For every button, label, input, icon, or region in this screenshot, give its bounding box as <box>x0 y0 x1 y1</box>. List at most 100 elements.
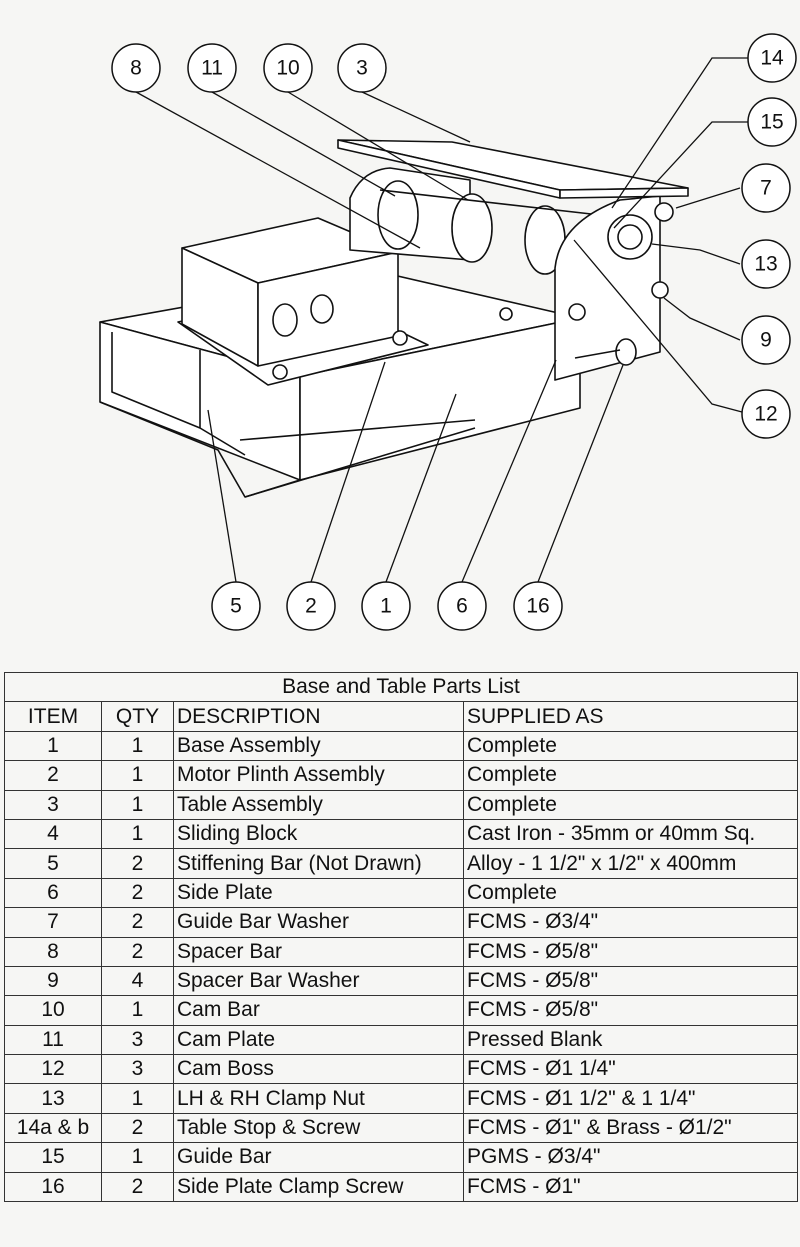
cell-item: 11 <box>4 1024 102 1056</box>
cell-supplied-as: Complete <box>462 877 799 909</box>
cell-supplied-as: Alloy - 1 1/2" x 1/2" x 400mm <box>462 848 799 879</box>
cell-supplied-as: Complete <box>462 730 799 762</box>
callout-8-circle <box>111 43 161 93</box>
cell-description: Spacer Bar <box>173 936 464 967</box>
cell-qty: 2 <box>101 907 174 938</box>
cell-item: 4 <box>4 818 102 850</box>
callout-15: 15 <box>760 111 783 134</box>
table-title: Base and Table Parts List <box>3 671 799 703</box>
header-item: ITEM <box>4 701 102 732</box>
header-description: DESCRIPTION <box>173 701 464 732</box>
callout-2-circle <box>286 581 336 631</box>
callout-7-circle <box>741 163 791 213</box>
cell-description: Cam Plate <box>173 1024 464 1056</box>
cell-qty: 1 <box>101 995 174 1026</box>
cell-supplied-as: PGMS - Ø3/4" <box>462 1142 799 1173</box>
callout-16: 16 <box>526 595 549 618</box>
callout-13: 13 <box>754 253 777 276</box>
cell-qty: 3 <box>101 1024 174 1056</box>
table-assembly <box>337 139 689 199</box>
callout-13-circle <box>741 239 791 289</box>
cell-supplied-as: FCMS - Ø1 1/2" & 1 1/4" <box>462 1083 799 1114</box>
cell-description: Stiffening Bar (Not Drawn) <box>173 848 464 879</box>
cell-description: Table Stop & Screw <box>173 1112 464 1144</box>
callout-15-circle <box>747 97 797 147</box>
callout-5: 5 <box>230 595 242 618</box>
cell-item: 16 <box>4 1171 102 1203</box>
callout-12: 12 <box>754 403 777 426</box>
cell-supplied-as: FCMS - Ø5/8" <box>462 965 799 997</box>
cell-item: 2 <box>4 760 102 791</box>
callout-3-circle <box>337 43 387 93</box>
cell-description: Cam Boss <box>173 1054 464 1085</box>
parts-list-table: Base and Table Parts List ITEM QTY DESCR… <box>3 671 799 1203</box>
cell-qty: 2 <box>101 1171 174 1203</box>
cell-qty: 1 <box>101 818 174 850</box>
cell-supplied-as: Pressed Blank <box>462 1024 799 1056</box>
cell-item: 5 <box>4 848 102 879</box>
cell-qty: 1 <box>101 760 174 791</box>
cell-supplied-as: Complete <box>462 760 799 791</box>
callout-9: 9 <box>760 329 772 352</box>
assembly-diagram: 8 11 10 3 14 15 7 13 9 12 5 2 1 6 16 <box>99 33 797 631</box>
callout-1: 1 <box>380 595 392 618</box>
callout-8: 8 <box>130 57 142 80</box>
callout-12-circle <box>741 389 791 439</box>
cell-supplied-as: FCMS - Ø1" & Brass - Ø1/2" <box>462 1112 799 1144</box>
cell-qty: 2 <box>101 877 174 909</box>
cell-description: Sliding Block <box>173 818 464 850</box>
table-header-row: ITEM QTY DESCRIPTION SUPPLIED AS <box>4 701 799 732</box>
cell-qty: 2 <box>101 936 174 967</box>
cell-item: 6 <box>4 877 102 909</box>
cell-description: Side Plate Clamp Screw <box>173 1171 464 1203</box>
cell-supplied-as: FCMS - Ø5/8" <box>462 995 799 1026</box>
callout-6: 6 <box>456 595 468 618</box>
cell-item: 9 <box>4 965 102 997</box>
cell-qty: 1 <box>101 730 174 762</box>
cell-item: 12 <box>4 1054 102 1085</box>
callout-3: 3 <box>356 57 368 80</box>
cell-description: Motor Plinth Assembly <box>173 760 464 791</box>
cell-supplied-as: FCMS - Ø1" <box>462 1171 799 1203</box>
cell-supplied-as: FCMS - Ø1 1/4" <box>462 1054 799 1085</box>
callout-6-circle <box>437 581 487 631</box>
table-title-row: Base and Table Parts List <box>3 671 799 703</box>
cell-description: Base Assembly <box>173 730 464 762</box>
cell-item: 7 <box>4 907 102 938</box>
cell-item: 13 <box>4 1083 102 1114</box>
motor-plinth-assembly <box>177 217 513 386</box>
callout-5-circle <box>211 581 261 631</box>
header-supplied-as: SUPPLIED AS <box>462 701 799 732</box>
cell-description: Cam Bar <box>173 995 464 1026</box>
callout-10: 10 <box>276 57 299 80</box>
cell-item: 8 <box>4 936 102 967</box>
cell-qty: 1 <box>101 1142 174 1173</box>
callout-14-circle <box>747 33 797 83</box>
callout-14: 14 <box>760 47 784 70</box>
cell-qty: 2 <box>101 848 174 879</box>
cell-item: 15 <box>4 1142 102 1173</box>
callout-1-circle <box>361 581 411 631</box>
cell-supplied-as: Cast Iron - 35mm or 40mm Sq. <box>462 818 799 850</box>
cell-item: 14a & b <box>4 1112 102 1144</box>
header-qty: QTY <box>101 701 174 732</box>
callout-11-circle <box>187 43 237 93</box>
callout-9-circle <box>741 315 791 365</box>
cell-qty: 1 <box>101 1083 174 1114</box>
